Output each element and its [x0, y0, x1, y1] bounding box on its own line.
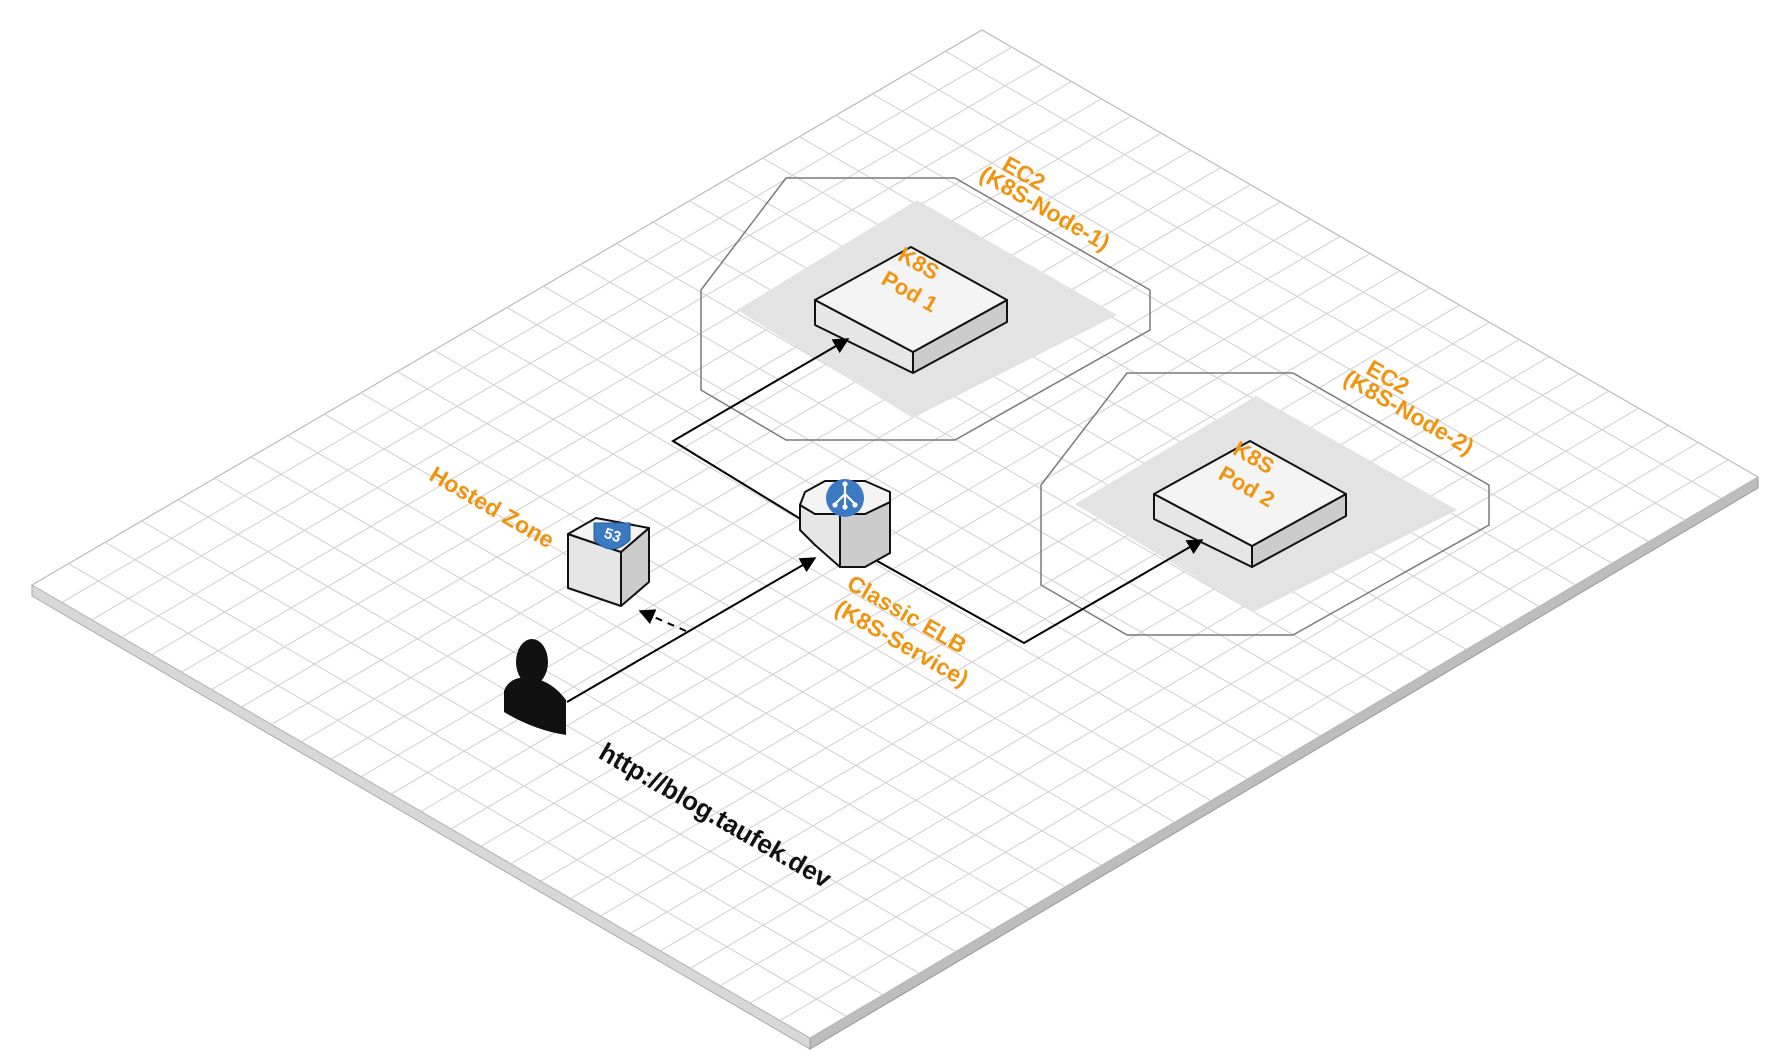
ec2-node-1: [700, 177, 1151, 441]
route53-icon-text: 53: [602, 525, 623, 546]
grid-line: [450, 270, 1401, 830]
hosted-zone[interactable]: 53: [567, 517, 650, 607]
pod-2-top-face: [1153, 440, 1347, 547]
grid-line: [510, 304, 1460, 865]
node-2-outline: [1040, 372, 1490, 636]
grid-line: [660, 390, 1610, 952]
grid-line: [749, 442, 1699, 1004]
platform-surface: [30, 29, 1760, 1039]
route53-icon: 53: [593, 522, 631, 550]
grid-line: [690, 407, 1639, 969]
user-icon: [504, 639, 566, 735]
grid-line: [540, 321, 1490, 882]
grid-line: [330, 201, 1281, 760]
node-1-outline: [700, 177, 1151, 441]
grid-line: [241, 149, 1192, 708]
elb-to-pod-2-arrow: [869, 539, 1204, 645]
grid-line: [301, 184, 1251, 743]
grid-line: [211, 132, 1162, 690]
grid-line: [151, 98, 1102, 656]
load-balancer-icon: [826, 479, 864, 517]
grid-line: [630, 373, 1580, 934]
user-to-elb-arrow: [566, 557, 817, 703]
grid-line: [480, 287, 1430, 847]
grid-line: [181, 115, 1132, 673]
grid-line: [271, 167, 1222, 725]
grid-line: [420, 253, 1371, 812]
dns-lookup-arrow: [638, 609, 687, 632]
pod-2-box: [1153, 440, 1347, 568]
isometric-platform: [30, 29, 1760, 1050]
grid-line: [61, 46, 1013, 603]
grid-line: [779, 459, 1729, 1022]
grid-line: [570, 339, 1520, 900]
grid-line: [121, 81, 1072, 638]
elb-to-pod-1-arrow: [671, 338, 850, 538]
platform-grid: [61, 46, 1729, 1022]
connections: [566, 338, 1204, 703]
pod-1-top-face: [814, 246, 1008, 353]
grid-line: [719, 424, 1669, 987]
pod-1-box: [814, 246, 1008, 374]
classic-elb[interactable]: [799, 479, 891, 568]
grid-line: [600, 356, 1550, 917]
grid-line: [91, 63, 1042, 621]
